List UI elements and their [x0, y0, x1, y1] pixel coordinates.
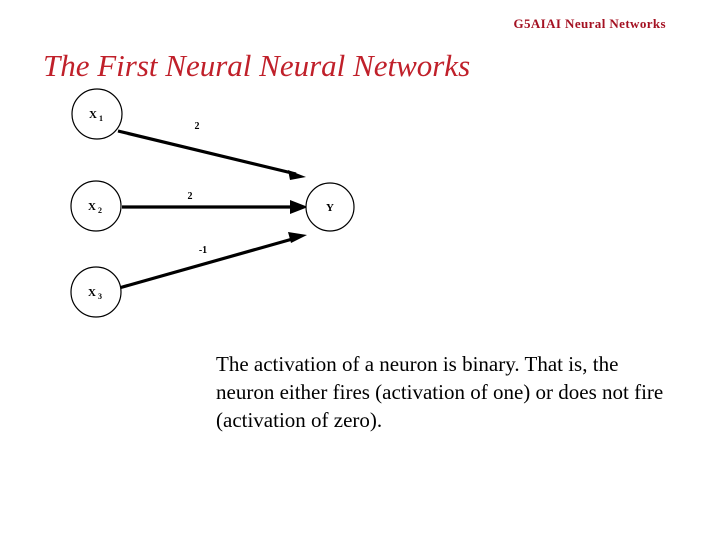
node-label-x3: X [88, 287, 96, 299]
edge-x2-to-y: 2 [122, 191, 308, 214]
edge-line-x1 [117, 129, 297, 176]
node-label-x2: X [88, 201, 96, 213]
slide-header: G5AIAI Neural Networks [513, 16, 666, 31]
page-title: The First Neural Neural Networks [43, 48, 471, 83]
edge-line-x3 [118, 236, 297, 290]
node-x2[interactable]: X 2 [70, 180, 122, 232]
node-subscript-x1: 1 [99, 114, 103, 123]
edge-x3-to-y: -1 [118, 232, 307, 290]
weight-label-x3: -1 [199, 245, 207, 256]
node-x1[interactable]: X 1 [71, 88, 123, 140]
arrowhead-x2 [290, 200, 308, 214]
node-y[interactable]: Y [305, 182, 355, 232]
slide-body-text: The activation of a neuron is binary. Th… [216, 352, 664, 432]
edge-x1-to-y: 2 [117, 121, 306, 180]
node-circle-x1 [71, 88, 123, 140]
arrowhead-x3 [288, 232, 307, 243]
node-circle-x3 [70, 266, 122, 318]
node-subscript-x2: 2 [98, 206, 102, 215]
weight-label-x2: 2 [188, 191, 193, 202]
node-label-y: Y [326, 202, 334, 214]
weight-label-x1: 2 [195, 121, 200, 132]
node-x3[interactable]: X 3 [70, 266, 122, 318]
node-circle-x2 [70, 180, 122, 232]
node-subscript-x3: 3 [98, 292, 102, 301]
arrowhead-x1 [288, 170, 306, 180]
node-circle-y [305, 182, 355, 232]
node-label-x1: X [89, 109, 97, 121]
